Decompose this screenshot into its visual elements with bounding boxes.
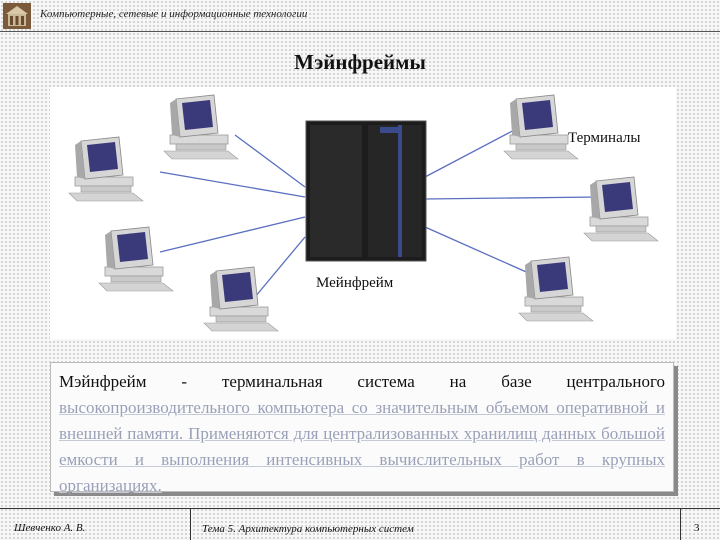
terminals-label: Терминалы [568, 130, 640, 146]
slide-footer: Шевченко А. В. Тема 5. Архитектура компь… [0, 508, 720, 540]
terminal [163, 94, 239, 160]
terminal [98, 226, 174, 292]
slide-header: Компьютерные, сетевые и информационные т… [0, 0, 720, 32]
page-number: 3 [694, 522, 700, 534]
header-text: Компьютерные, сетевые и информационные т… [40, 8, 308, 20]
mainframe-cabinet [305, 120, 427, 262]
footer-separator [190, 508, 191, 540]
terminal [518, 256, 594, 322]
footer-divider [0, 508, 720, 509]
mainframe-label: Мейнфрейм [316, 275, 394, 291]
description-lead: Мэйнфрейм - терминальная система на базе… [59, 372, 665, 391]
header-divider [0, 31, 720, 32]
footer-topic: Тема 5. Архитектура компьютерных систем [202, 523, 414, 535]
description-rest: высокопроизводительного компьютера со зн… [59, 398, 665, 495]
description-text: Мэйнфрейм - терминальная система на базе… [51, 363, 673, 505]
building-logo-icon [3, 3, 31, 29]
terminal [203, 266, 279, 332]
terminal [503, 94, 579, 160]
terminal [68, 136, 144, 202]
network-diagram: Терминалы Мейнфрейм [50, 87, 676, 339]
footer-author: Шевченко А. В. [14, 522, 86, 534]
terminal [583, 176, 659, 242]
footer-separator [680, 508, 681, 540]
diagram-canvas: Терминалы Мейнфрейм [68, 94, 659, 332]
description-box: Мэйнфрейм - терминальная система на базе… [50, 362, 674, 495]
slide-title: Мэйнфреймы [294, 50, 426, 74]
